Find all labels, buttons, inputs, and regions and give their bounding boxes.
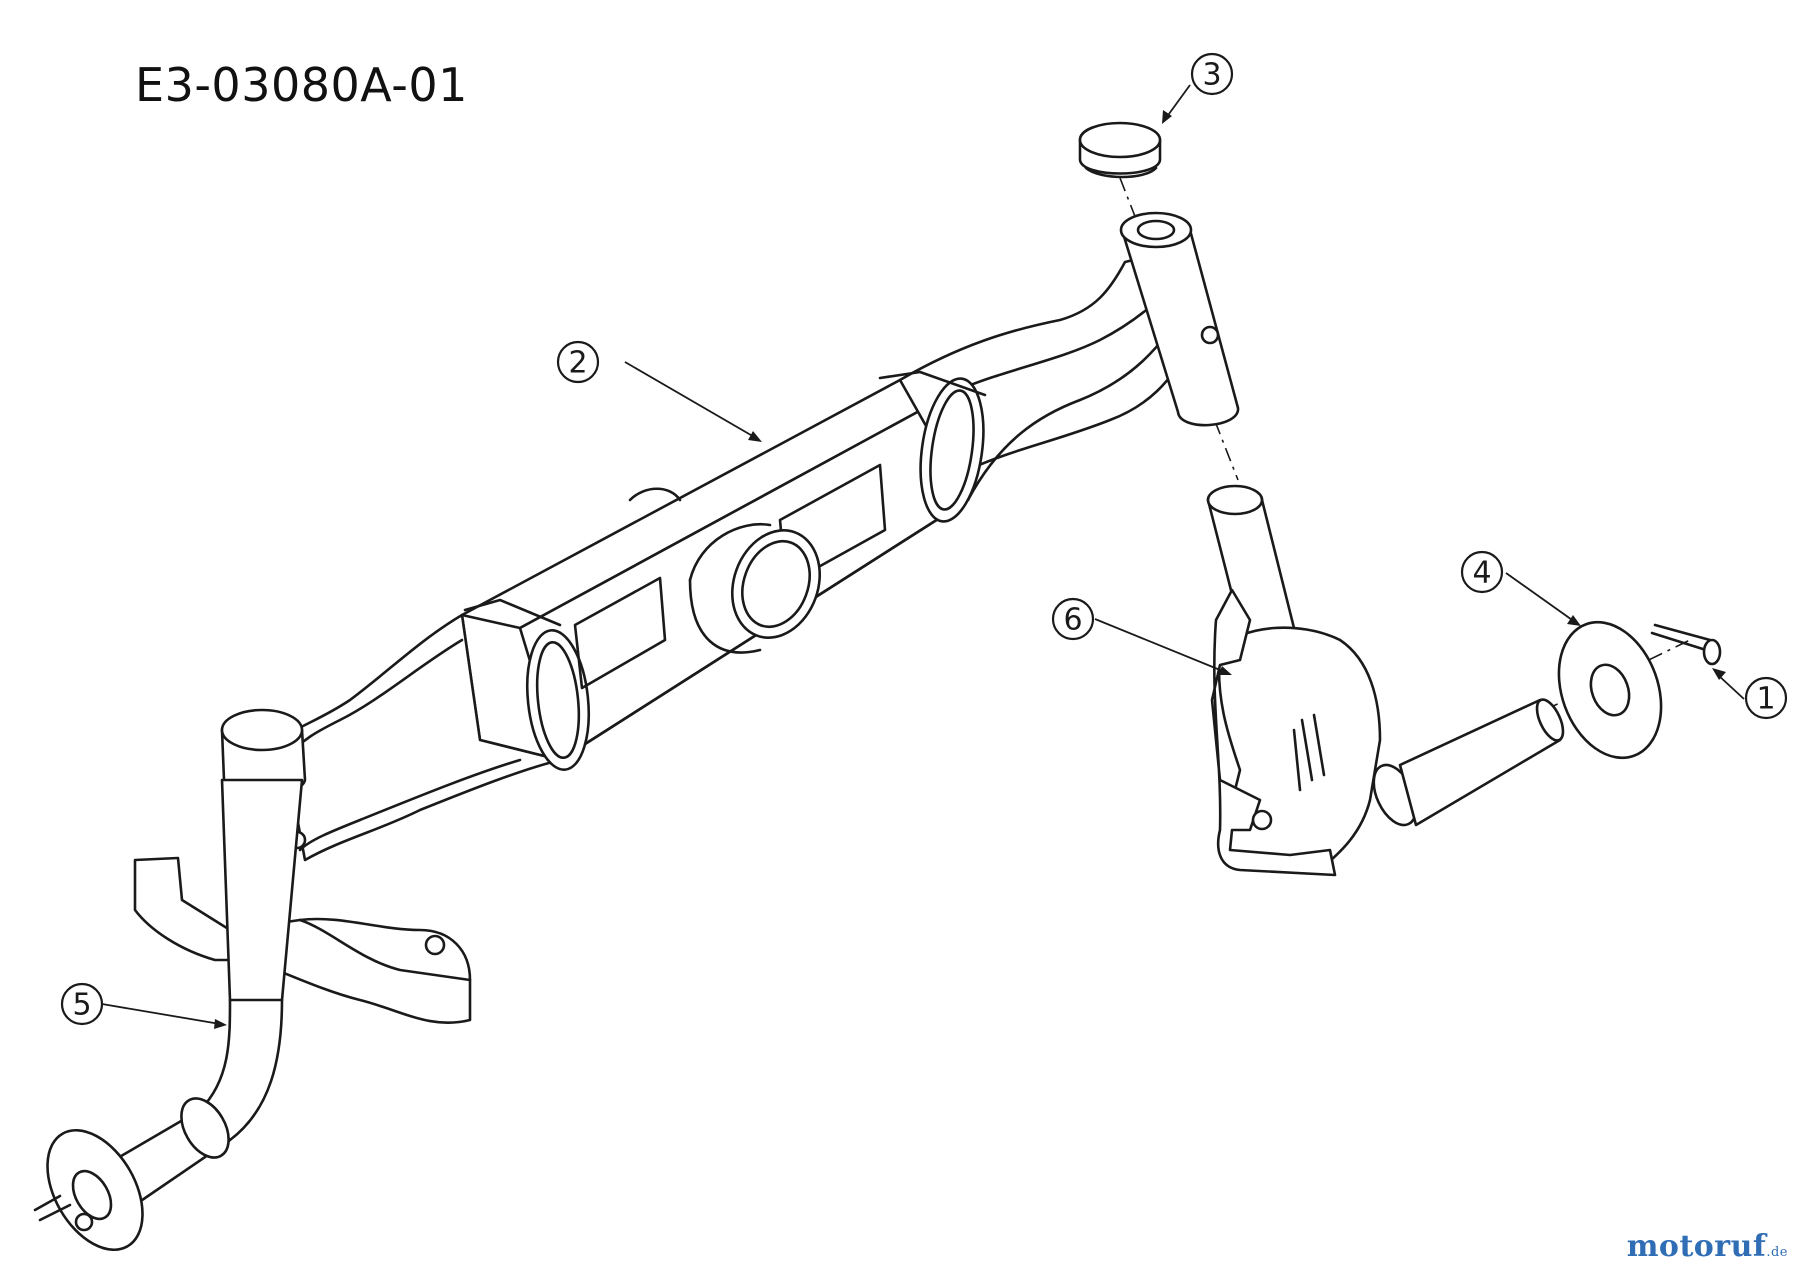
pivot-axis-line bbox=[1119, 177, 1239, 481]
watermark-logo: motoruf.de bbox=[1627, 1229, 1788, 1264]
diagram-code: E3-03080A-01 bbox=[135, 58, 468, 112]
callout-1-label: 1 bbox=[1756, 682, 1775, 717]
part-3-cap bbox=[1078, 121, 1162, 179]
callout-6-label: 6 bbox=[1063, 603, 1082, 638]
callout-2-label: 2 bbox=[568, 346, 587, 381]
watermark-name: motoruf bbox=[1626, 1229, 1767, 1264]
callout-leaders bbox=[101, 84, 1745, 1029]
watermark-tld: .de bbox=[1766, 1245, 1788, 1260]
callout-1: 1 bbox=[1744, 676, 1788, 720]
callout-2: 2 bbox=[556, 340, 600, 384]
callout-4-label: 4 bbox=[1472, 556, 1491, 591]
callout-3: 3 bbox=[1190, 52, 1234, 96]
part-1-cotter-pin bbox=[1650, 623, 1722, 666]
callout-4: 4 bbox=[1460, 550, 1504, 594]
part-5-left-spindle bbox=[33, 778, 472, 1252]
part-2-axle-beam bbox=[220, 211, 1240, 862]
callout-5-label: 5 bbox=[72, 988, 91, 1023]
part-6-right-spindle bbox=[1206, 484, 1565, 877]
callout-3-label: 3 bbox=[1202, 58, 1221, 93]
callout-6: 6 bbox=[1051, 597, 1095, 641]
callout-5: 5 bbox=[60, 982, 104, 1026]
part-4-washer bbox=[1557, 620, 1663, 760]
